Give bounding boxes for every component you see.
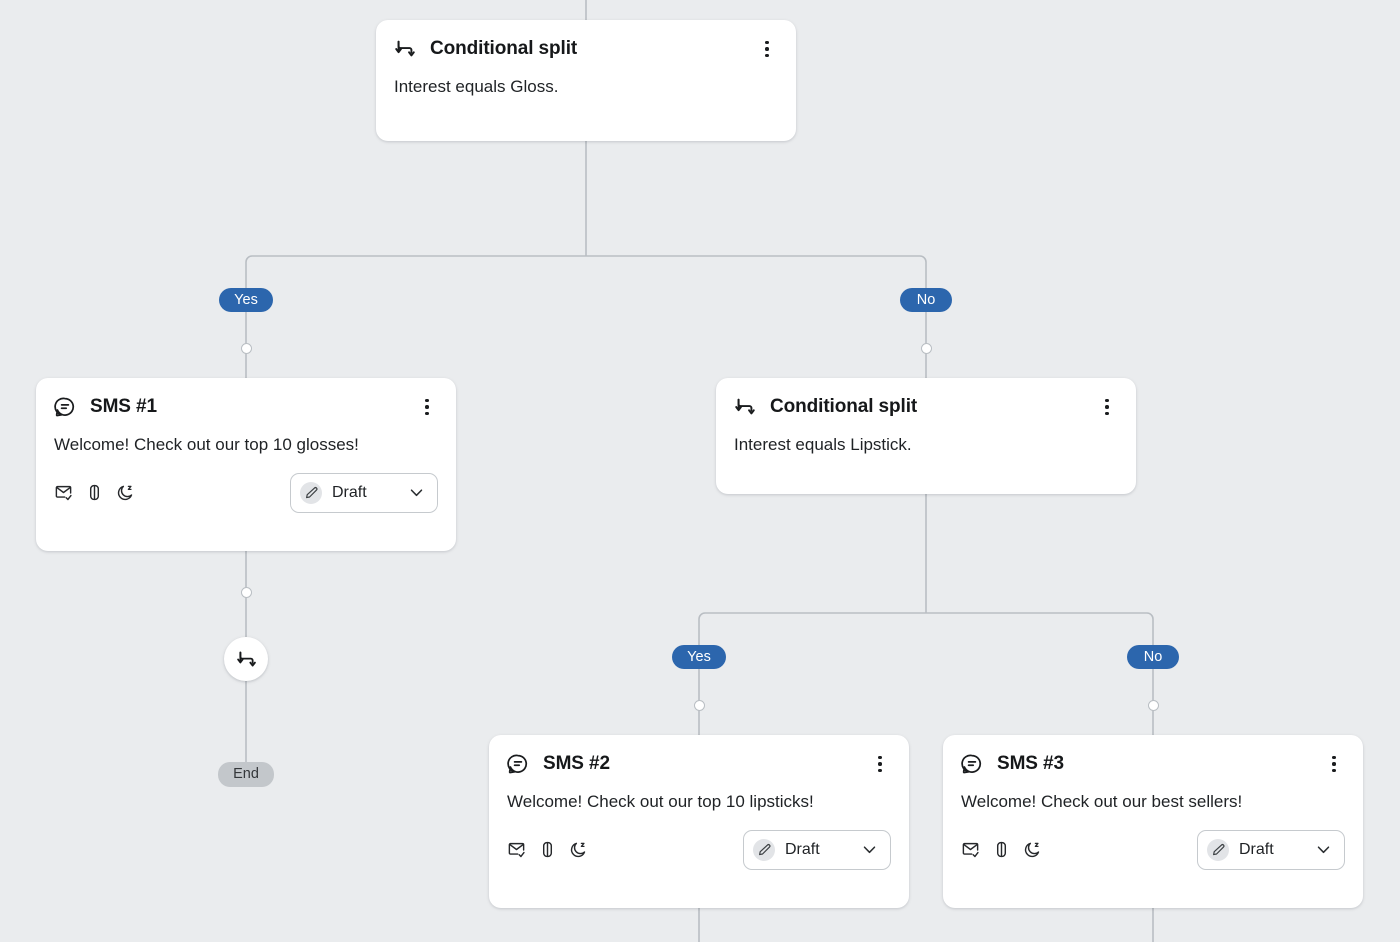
status-dropdown-sms-3[interactable]: Draft	[1197, 829, 1345, 870]
status-label: Draft	[1239, 840, 1274, 858]
card-title: SMS #2	[543, 753, 610, 774]
sms-setting-icons	[961, 840, 1197, 859]
smart-sending-icon[interactable]	[507, 840, 526, 859]
sms-message-text: Welcome! Check out our top 10 glosses!	[54, 435, 359, 454]
node-card-sms-1[interactable]: SMS #1 Welcome! Check out our top 10 glo…	[36, 378, 456, 551]
node-card-conditional-split-top[interactable]: Conditional split Interest equals Gloss.	[376, 20, 796, 141]
draft-pencil-icon	[753, 838, 775, 861]
sms-bubble-icon	[507, 754, 528, 774]
card-header: SMS #2	[489, 735, 909, 775]
add-step-dot[interactable]	[920, 342, 932, 354]
conditional-split-icon	[395, 40, 415, 57]
card-description: Interest equals Gloss.	[394, 77, 559, 96]
card-title: Conditional split	[430, 38, 578, 59]
add-step-dot[interactable]	[240, 342, 252, 354]
kebab-menu-icon[interactable]	[1096, 396, 1118, 418]
add-step-dot[interactable]	[693, 699, 705, 711]
sms-bubble-icon	[54, 397, 75, 417]
card-header: SMS #1	[36, 378, 456, 418]
node-card-conditional-split-second[interactable]: Conditional split Interest equals Lipsti…	[716, 378, 1136, 494]
status-dropdown-sms-2[interactable]: Draft	[743, 829, 891, 870]
status-label: Draft	[332, 483, 367, 501]
card-footer: Draft	[943, 814, 1363, 888]
chevron-down-icon	[1317, 846, 1330, 854]
sms-setting-icons	[507, 840, 743, 859]
node-card-sms-2[interactable]: SMS #2 Welcome! Check out our top 10 lip…	[489, 735, 909, 908]
node-card-sms-3[interactable]: SMS #3 Welcome! Check out our best selle…	[943, 735, 1363, 908]
skip-duplicate-icon[interactable]	[992, 840, 1011, 859]
conditional-split-icon	[236, 651, 256, 667]
conditional-split-circle-node[interactable]	[224, 637, 268, 681]
kebab-menu-icon[interactable]	[756, 38, 778, 60]
quiet-hours-icon[interactable]	[1023, 840, 1042, 859]
quiet-hours-icon[interactable]	[569, 840, 588, 859]
add-step-dot[interactable]	[1147, 699, 1159, 711]
card-title: SMS #3	[997, 753, 1064, 774]
sms-message-text: Welcome! Check out our best sellers!	[961, 792, 1243, 811]
sms-bubble-icon	[961, 754, 982, 774]
kebab-menu-icon[interactable]	[869, 753, 891, 775]
branch-pill-no-second[interactable]: No	[1127, 645, 1179, 669]
branch-pill-yes-second[interactable]: Yes	[672, 645, 726, 669]
branch-pill-no-top[interactable]: No	[900, 288, 952, 312]
smart-sending-icon[interactable]	[961, 840, 980, 859]
kebab-menu-icon[interactable]	[1323, 753, 1345, 775]
card-header: Conditional split	[376, 20, 796, 60]
conditional-split-icon	[735, 398, 755, 415]
sms-message-text: Welcome! Check out our top 10 lipsticks!	[507, 792, 814, 811]
card-title: SMS #1	[90, 396, 157, 417]
card-header: Conditional split	[716, 378, 1136, 418]
skip-duplicate-icon[interactable]	[538, 840, 557, 859]
quiet-hours-icon[interactable]	[116, 483, 135, 502]
status-dropdown-sms-1[interactable]: Draft	[290, 472, 438, 513]
card-description: Interest equals Lipstick.	[734, 435, 912, 454]
draft-pencil-icon	[1207, 838, 1229, 861]
card-title: Conditional split	[770, 396, 918, 417]
kebab-menu-icon[interactable]	[416, 396, 438, 418]
chevron-down-icon	[410, 489, 423, 497]
sms-setting-icons	[54, 483, 290, 502]
chevron-down-icon	[863, 846, 876, 854]
end-badge: End	[218, 762, 274, 787]
card-footer: Draft	[36, 457, 456, 531]
draft-pencil-icon	[300, 481, 322, 504]
branch-pill-yes-top[interactable]: Yes	[219, 288, 273, 312]
status-label: Draft	[785, 840, 820, 858]
skip-duplicate-icon[interactable]	[85, 483, 104, 502]
smart-sending-icon[interactable]	[54, 483, 73, 502]
add-step-dot[interactable]	[240, 586, 252, 598]
card-header: SMS #3	[943, 735, 1363, 775]
card-footer: Draft	[489, 814, 909, 888]
